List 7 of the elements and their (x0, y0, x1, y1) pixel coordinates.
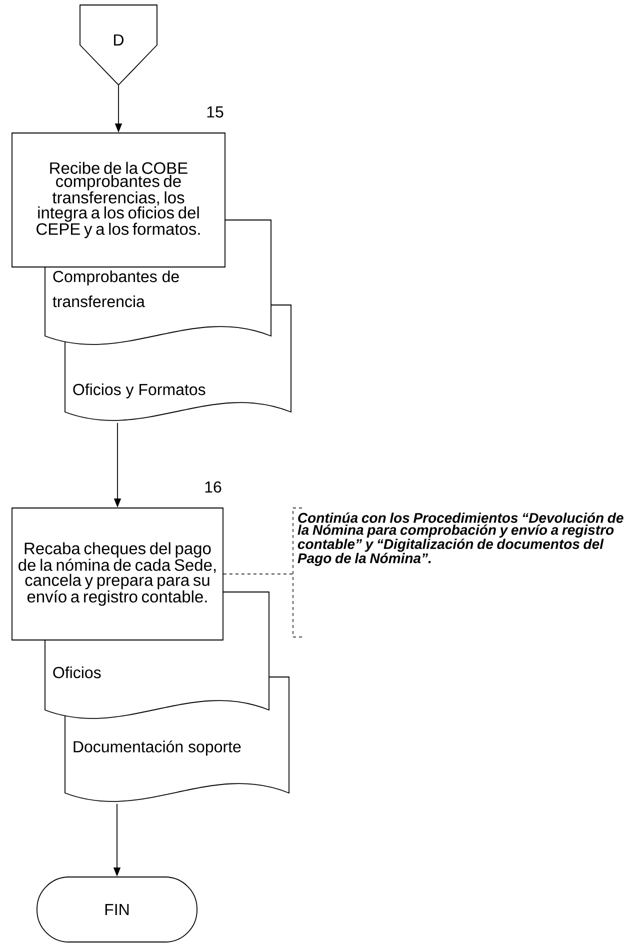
step-number: 16 (205, 481, 222, 493)
process-box: Recibe de la COBE comprobantes de transferencias, los integra a los oficios del CEPE y a los formatos. (12, 132, 226, 268)
offpage-connector: D (80, 4, 158, 86)
step-number: 15 (207, 106, 224, 118)
annotation-text: Continúa con los Procedimientos “Devolución de la Nómina para comprobación y envío a registro contable” y “Digitalización de documentos del Pago de la Nómina”. (298, 512, 624, 566)
terminator: FIN (36, 876, 198, 942)
process-box: Recaba cheques del pago de la nómina de cada Sede, cancela y prepara para su envío a registro contable. (12, 508, 224, 640)
